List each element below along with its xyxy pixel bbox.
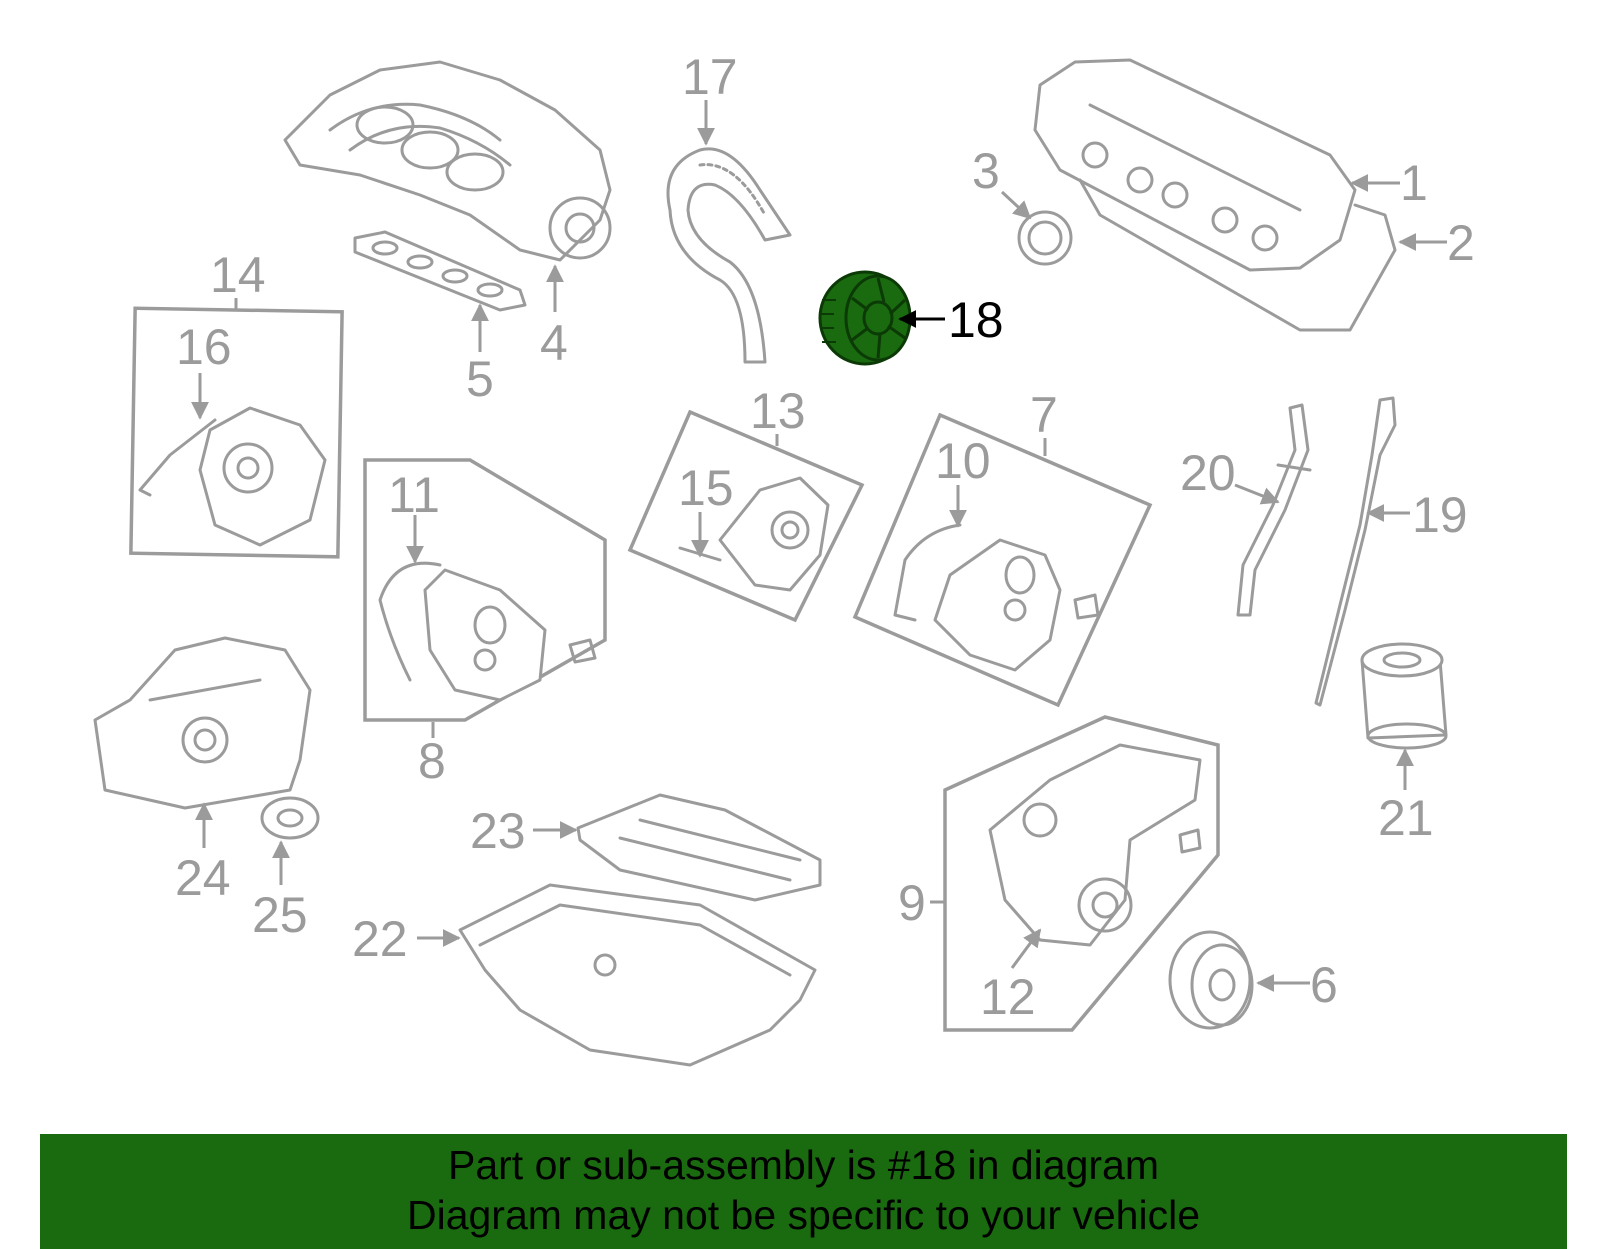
front-cover-part [988,743,1202,947]
callout-18: 18 [948,292,1004,348]
callout-5: 5 [466,351,494,407]
info-banner: Part or sub-assembly is #18 in diagram D… [40,1134,1567,1249]
callout-8: 8 [418,733,446,789]
callout-15: 15 [678,460,734,516]
leader-lines [191,100,1447,992]
valve-cover-gasket-part [1078,178,1397,332]
callout-24: 24 [175,850,231,906]
oil-pan-part [458,883,817,1067]
detail-box-13 [627,409,865,623]
timing-belt-part [666,147,792,364]
callout-7: 7 [1030,387,1058,443]
callout-16: 16 [176,319,232,375]
callout-17: 17 [682,49,738,105]
callout-19: 19 [1412,487,1468,543]
valve-cover-part [1033,58,1357,272]
callout-25: 25 [252,887,308,943]
timing-cover-part-8 [378,561,597,702]
callout-3: 3 [972,143,1000,199]
callout-22: 22 [352,911,408,967]
detail-box-7 [852,412,1153,708]
intake-gasket-part [353,230,527,312]
cam-pulley-part [818,270,912,366]
callout-20: 20 [1180,445,1236,501]
dipstick-part [1314,396,1397,707]
oil-filter-part [1360,642,1448,750]
filter-fitting-part [260,796,320,840]
callout-4: 4 [540,315,568,371]
baffle-plate-part [576,793,822,902]
detail-box-14 [129,306,344,559]
oil-pump-part [93,636,312,810]
timing-cover-part-13 [678,476,830,592]
timing-cover-part-7 [893,523,1100,672]
banner-line-part-number: Part or sub-assembly is #18 in diagram [448,1142,1159,1188]
callout-2: 2 [1447,215,1475,271]
callout-12: 12 [980,969,1036,1025]
detail-box-9 [943,715,1220,1032]
callout-14: 14 [210,247,266,303]
crank-pulley-part [1168,930,1254,1030]
rear-timing-cover-part [138,406,327,547]
callout-10: 10 [935,433,991,489]
callout-11: 11 [388,467,440,523]
callout-23: 23 [470,803,526,859]
banner-line-disclaimer: Diagram may not be specific to your vehi… [406,1192,1200,1238]
callout-1: 1 [1400,155,1428,211]
callout-21: 21 [1378,790,1434,846]
callout-9: 9 [898,875,926,931]
callout-6: 6 [1310,957,1338,1013]
intake-manifold-part [283,60,612,262]
dipstick-tube-part [1236,403,1312,617]
oil-filler-cap-part [1017,210,1073,266]
detail-box-8 [363,458,607,722]
callout-13: 13 [750,383,806,439]
